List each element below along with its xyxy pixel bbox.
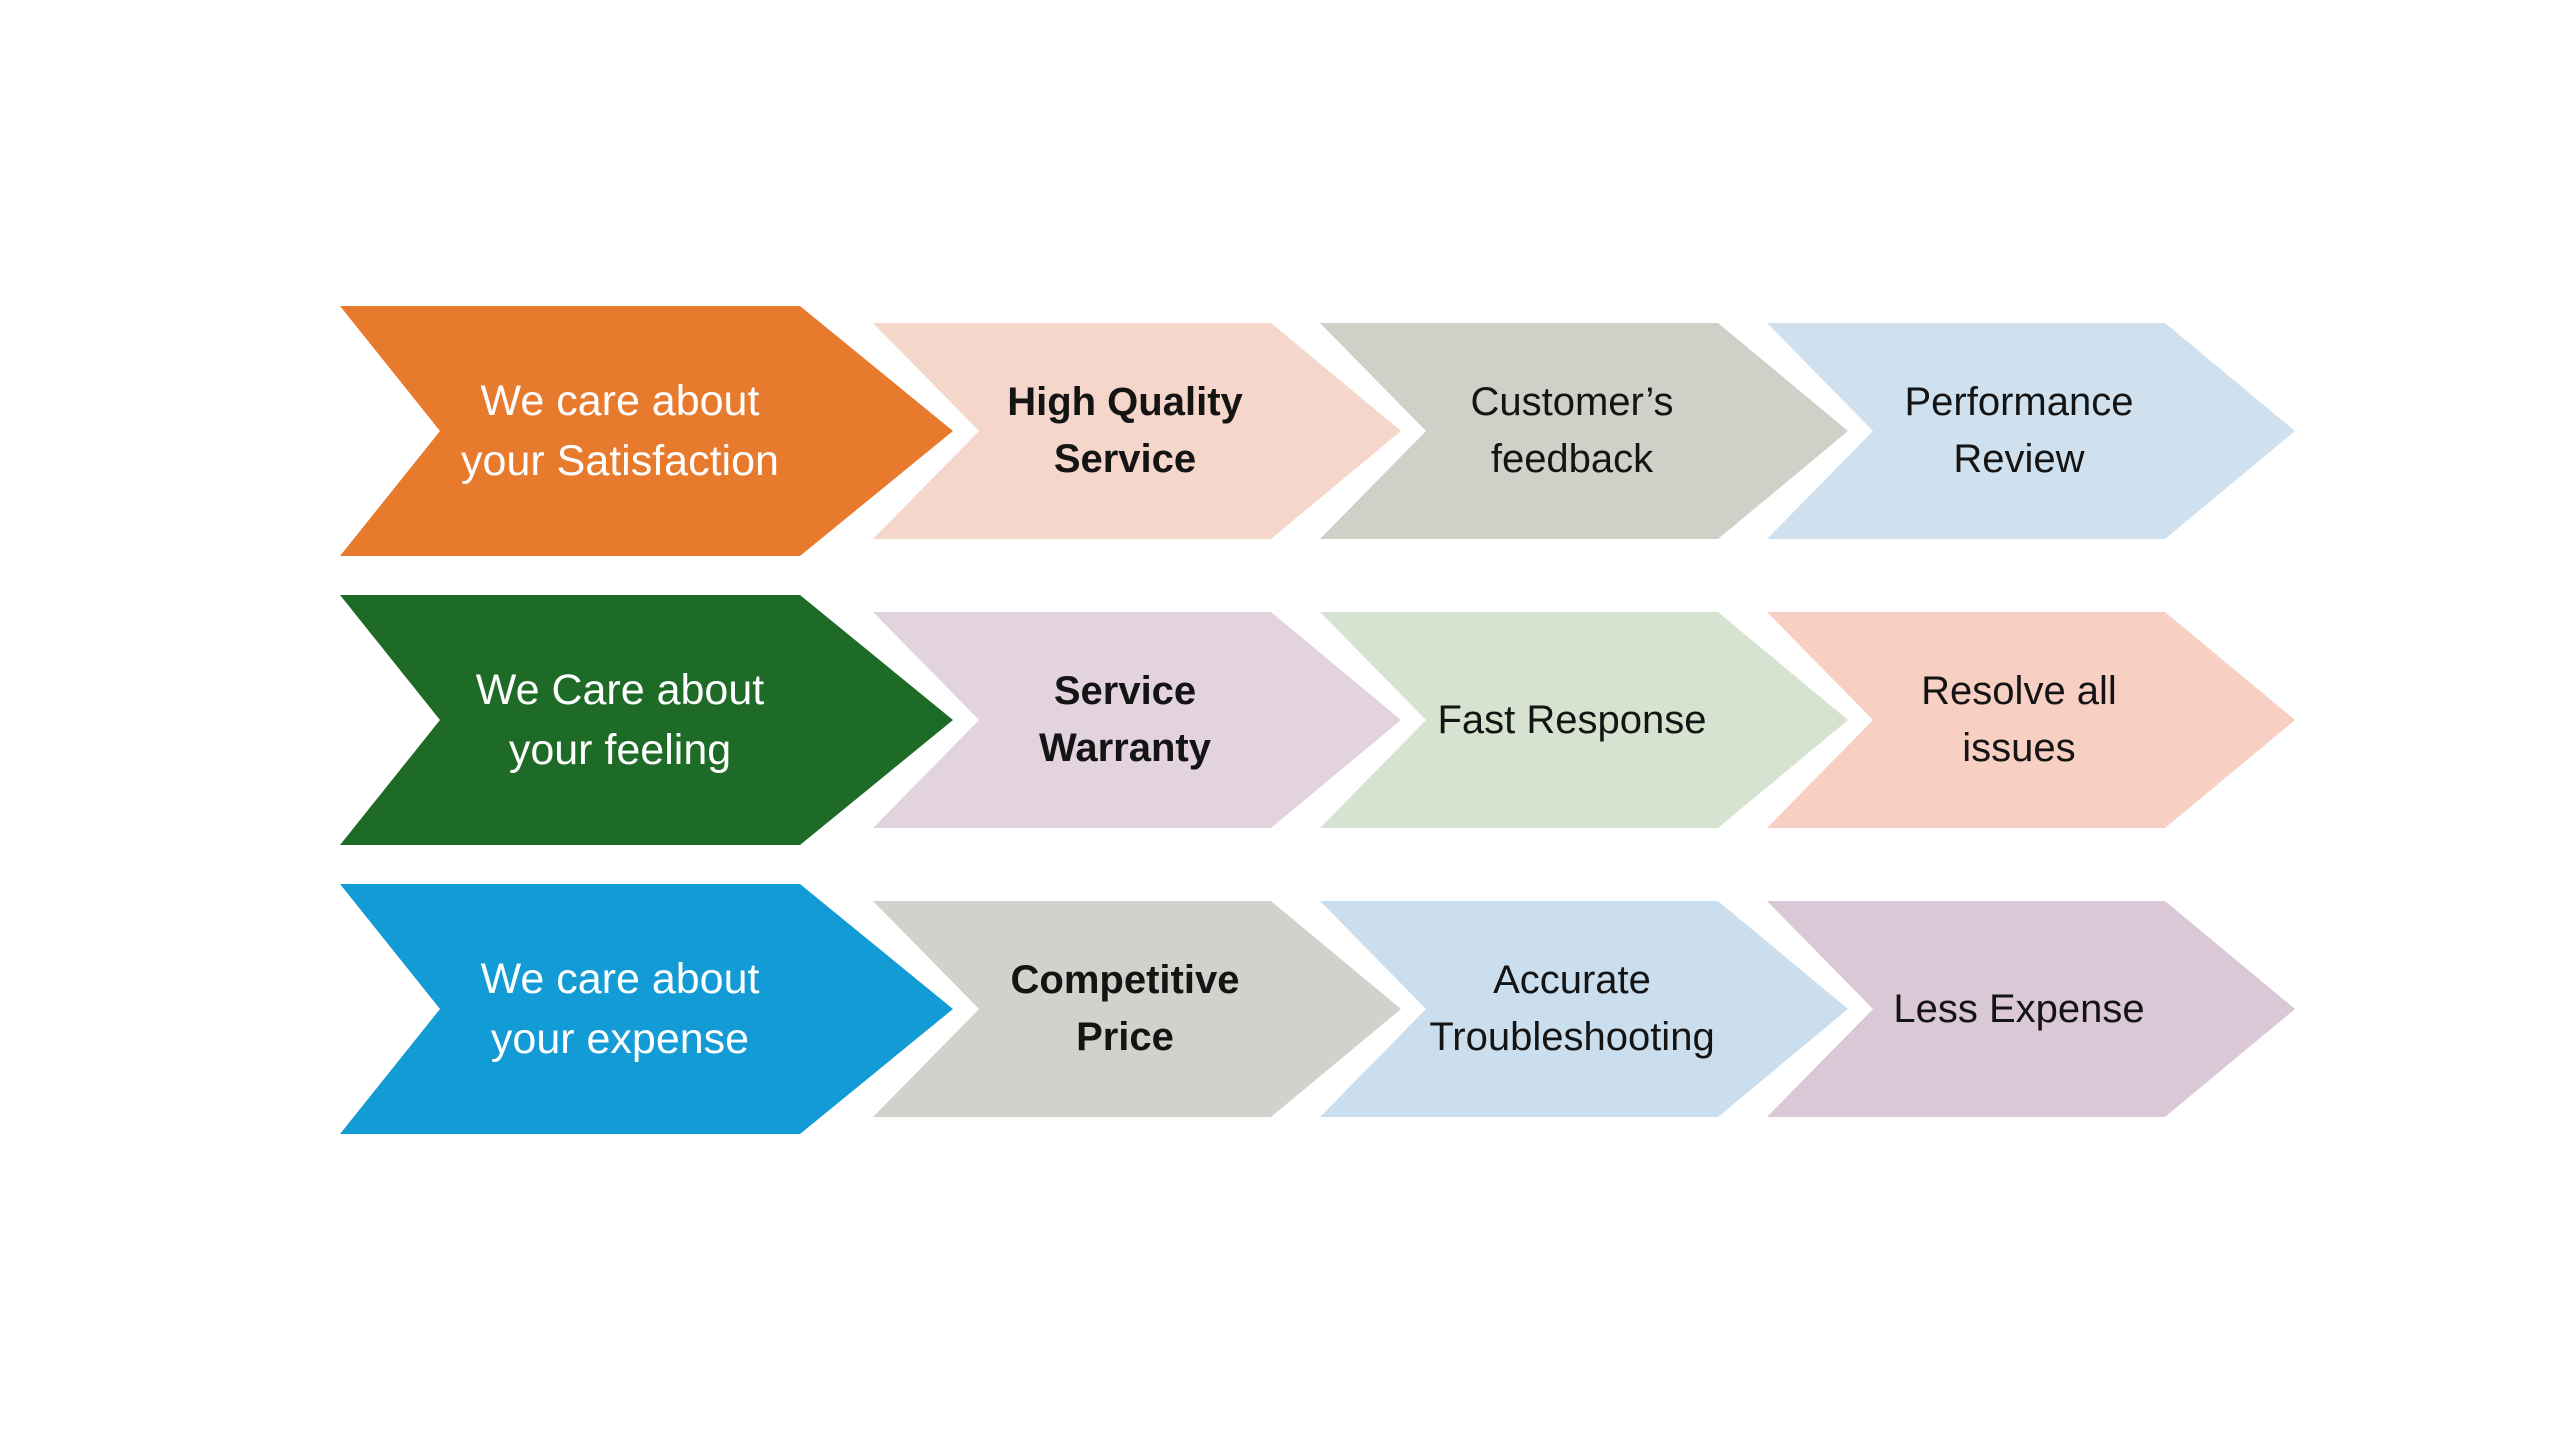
- chevron-label: Fast Response: [1437, 697, 1707, 742]
- chevron-label: High Quality Service: [1007, 380, 1243, 481]
- chevron-label: Less Expense: [1893, 986, 2145, 1031]
- chevron-label: Performance Review: [1904, 380, 2134, 481]
- chevron-label: Competitive Price: [1010, 958, 1240, 1059]
- chevron-label: We care about your Satisfaction: [461, 376, 779, 485]
- process-row-satisfaction: We care about your Satisfaction High Qua…: [0, 306, 2560, 556]
- chevron-label: Service Warranty: [1039, 669, 1211, 770]
- process-row-feeling: We Care about your feeling Service Warra…: [0, 595, 2560, 845]
- chevron-label: Accurate Troubleshooting: [1429, 958, 1715, 1059]
- chevron-we-care-about-your-satisfaction: We care about your Satisfaction: [340, 306, 953, 556]
- chevron-label: We Care about your feeling: [475, 665, 765, 774]
- chevron-we-care-about-your-expense: We care about your expense: [340, 884, 953, 1134]
- chevron-we-care-about-your-feeling: We Care about your feeling: [340, 595, 953, 845]
- chevron-label: We care about your expense: [480, 954, 760, 1063]
- process-row-expense: We care about your expense Competitive P…: [0, 884, 2560, 1134]
- chevron-label: Customer’s feedback: [1470, 380, 1674, 481]
- chevron-label: Resolve all issues: [1921, 669, 2117, 770]
